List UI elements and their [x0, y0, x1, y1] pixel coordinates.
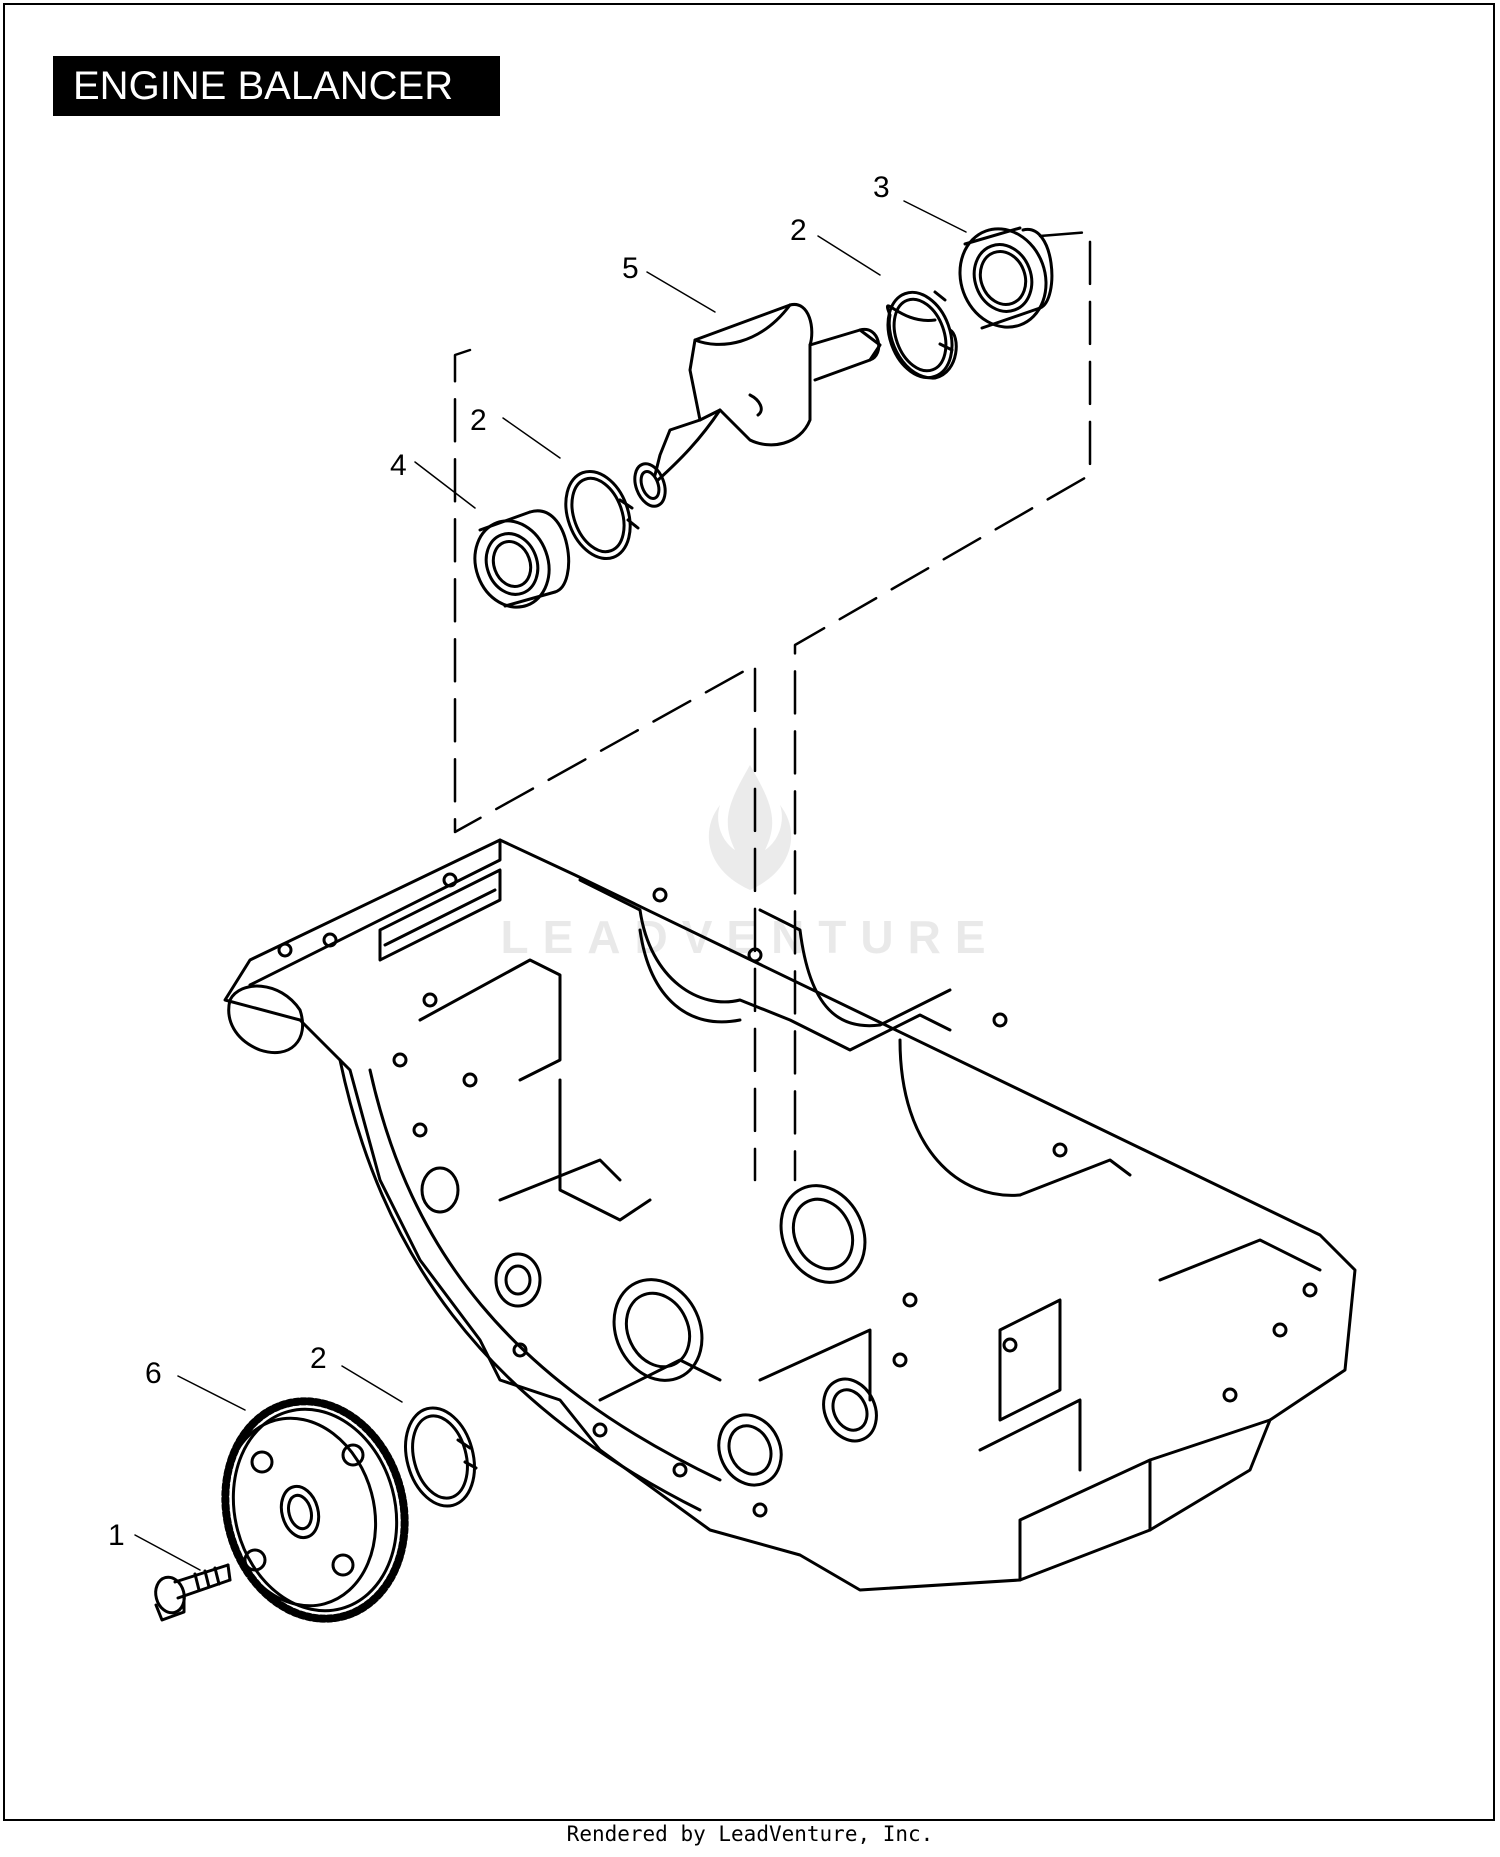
bearing-part-3 [958, 226, 1054, 330]
leader-lines [134, 200, 967, 1571]
balancer-gear-part-6 [221, 1397, 409, 1623]
callout-5: 5 [622, 252, 639, 285]
flame-logo-icon [708, 765, 792, 890]
assembly-guide-lines [453, 230, 1092, 1182]
callout-3: 3 [873, 171, 890, 204]
retaining-ring-part-2-upper [885, 290, 958, 380]
callout-4: 4 [390, 449, 407, 482]
watermark-text: LEADVENTURE [500, 911, 1000, 963]
retaining-ring-part-2-lower [404, 1406, 478, 1508]
bearing-part-4 [473, 509, 571, 609]
callout-2-lower: 2 [310, 1342, 327, 1375]
footer-credit: Rendered by LeadVenture, Inc. [566, 1822, 934, 1846]
callout-2-middle: 2 [470, 404, 487, 437]
watermark: LEADVENTURE [500, 760, 1000, 964]
crankcase [223, 838, 1357, 1592]
callout-6: 6 [145, 1357, 162, 1390]
callout-1: 1 [108, 1519, 125, 1552]
balancer-shaft-part-5 [633, 303, 882, 508]
bolt-part-1 [154, 1563, 232, 1622]
retaining-ring-part-2-middle [564, 469, 640, 561]
diagram-title: ENGINE BALANCER [53, 56, 500, 116]
callout-2-upper: 2 [790, 214, 807, 247]
diagram-frame [3, 3, 1495, 1821]
